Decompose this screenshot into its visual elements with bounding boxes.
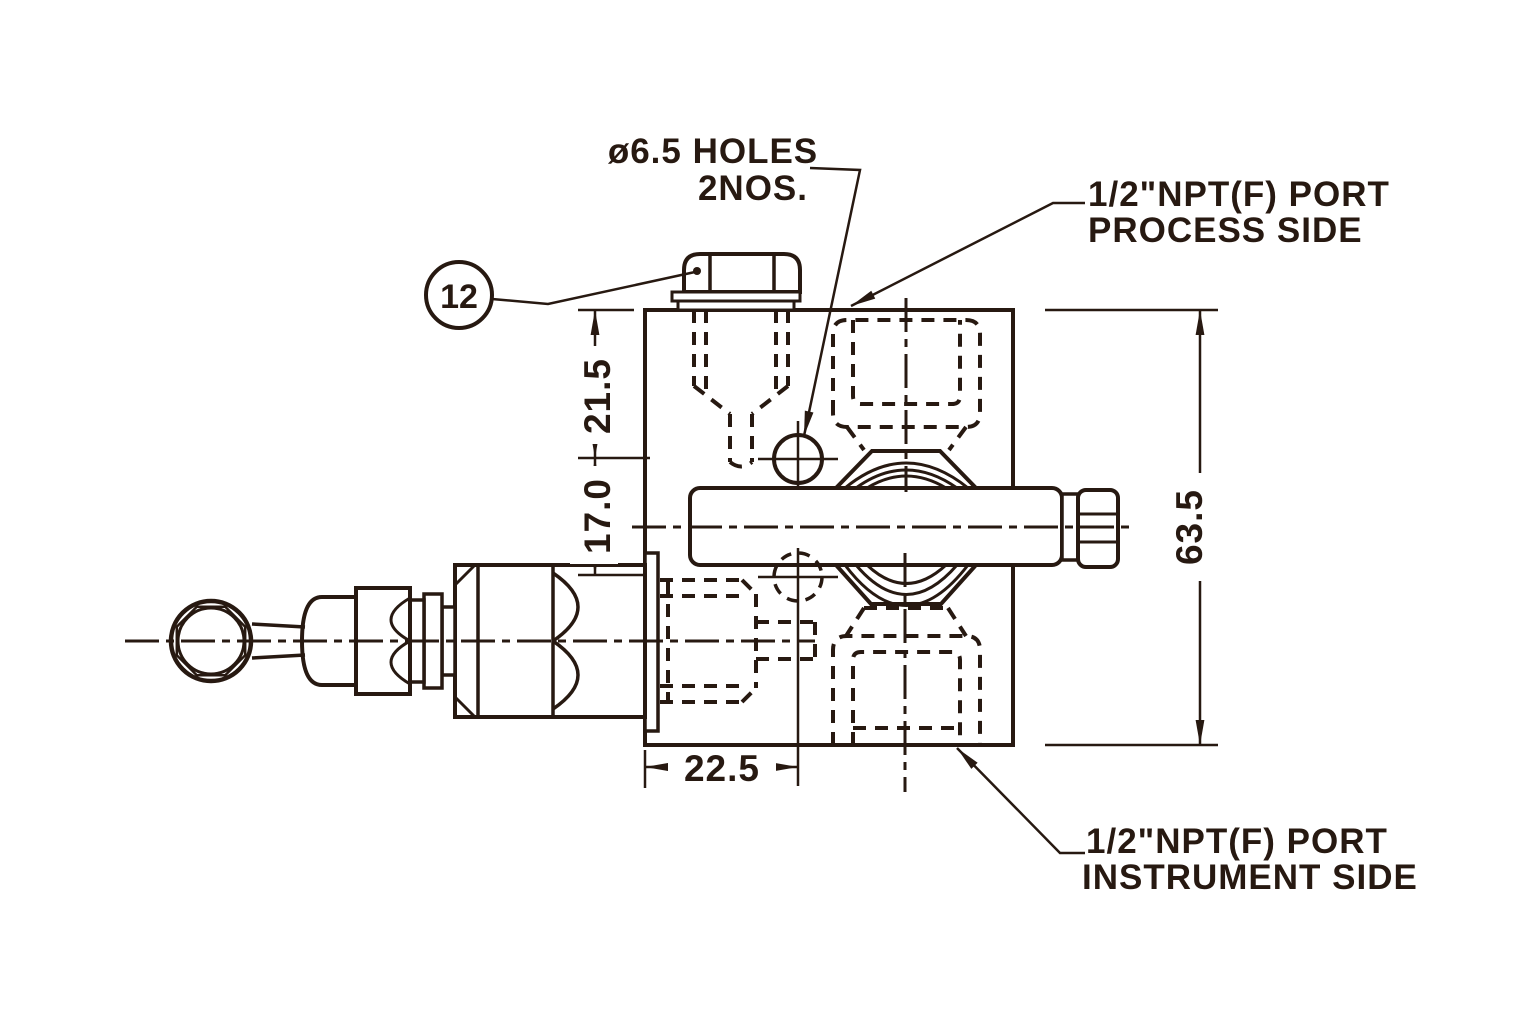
valve-stem — [251, 622, 306, 660]
valve-hidden-thread — [660, 578, 817, 704]
instrument-port-label-line1: 1/2"NPT(F) PORT — [1086, 822, 1388, 861]
mounting-hole-bottom — [758, 548, 838, 786]
balloon-number: 12 — [440, 278, 478, 316]
dim-text-63-5: 63.5 — [1169, 489, 1210, 565]
process-port-label-line1: 1/2"NPT(F) PORT — [1088, 175, 1390, 214]
process-port-label-line2: PROCESS SIDE — [1088, 211, 1363, 250]
holes-note-leader — [802, 166, 862, 437]
process-port-hidden-lines — [831, 318, 982, 452]
bleed-plug — [670, 252, 802, 469]
instrument-port-label-line2: INSTRUMENT SIDE — [1082, 858, 1418, 897]
holes-note-line2: 2NOS. — [698, 169, 808, 208]
bleed-plug-hidden-thread — [692, 310, 790, 469]
annotation-texts: ø6.5 HOLES 2NOS. 1/2"NPT(F) PORT PROCESS… — [608, 132, 1418, 897]
balloon-callout: 12 — [424, 260, 494, 330]
instrument-port-leader — [956, 747, 1085, 855]
dim-text-21-5: 21.5 — [577, 358, 618, 434]
process-port-leader — [850, 201, 1085, 308]
balloon-leader — [491, 270, 696, 306]
holes-note-line1: ø6.5 HOLES — [608, 132, 818, 171]
dim-text-22-5: 22.5 — [684, 748, 760, 789]
dimension-texts: 21.5 17.0 63.5 22.5 — [570, 346, 1210, 789]
leader-lines — [491, 166, 1085, 855]
centerlines — [125, 298, 1135, 792]
mounting-hole-top — [758, 421, 838, 488]
dim-text-17-0: 17.0 — [577, 478, 618, 554]
